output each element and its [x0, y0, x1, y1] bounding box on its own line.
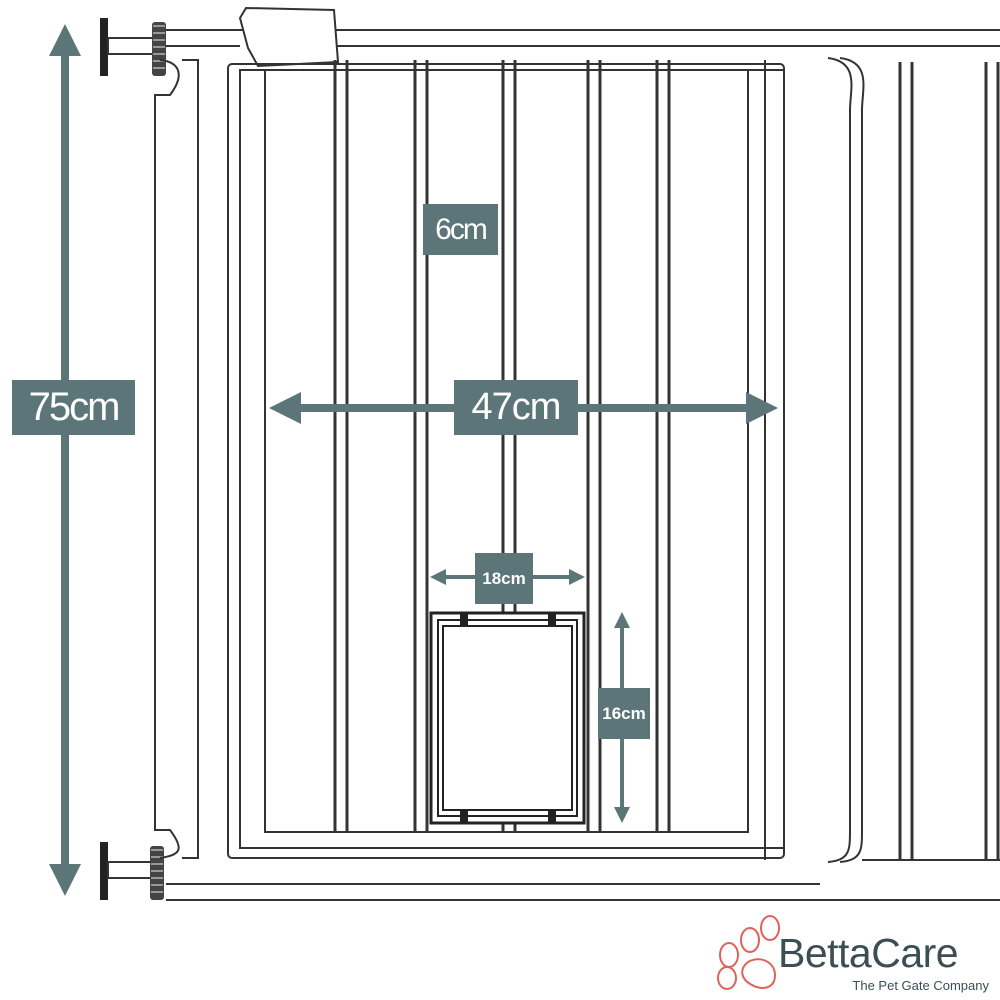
height-dimension-label: 75cm — [12, 380, 135, 435]
brand-name: BettaCare — [778, 930, 959, 976]
pet-flap — [429, 611, 586, 825]
brand-logo: BettaCare The Pet Gate Company — [712, 910, 997, 995]
top-wall-fitting — [100, 18, 166, 76]
bottom-wall-fitting — [100, 842, 164, 900]
gate-frame — [154, 29, 1000, 901]
brand-tagline: The Pet Gate Company — [852, 978, 989, 993]
bar-spacing-label: 6cm — [423, 204, 498, 255]
latch-handle — [238, 6, 340, 68]
door-width-label: 18cm — [475, 553, 533, 604]
gate-door — [227, 60, 785, 860]
width-dimension-label: 47cm — [454, 380, 578, 435]
extension-panel — [827, 57, 1000, 863]
paw-logo-icon — [717, 915, 780, 990]
door-height-label: 16cm — [598, 688, 650, 739]
